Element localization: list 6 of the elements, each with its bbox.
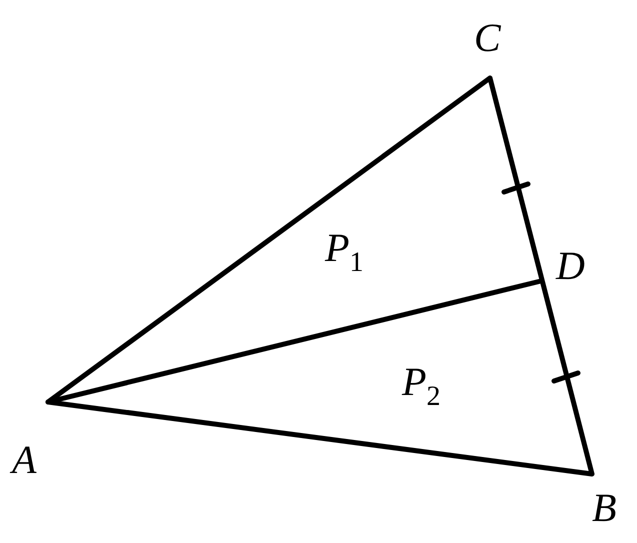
vertex-label: B — [592, 488, 616, 528]
region-label: P$_{2}$ — [402, 362, 440, 414]
region-label: P$_{1}$ — [325, 228, 364, 280]
vertex-label: C — [474, 18, 501, 58]
vertex-label: A — [12, 440, 36, 480]
vertex-label: D — [556, 246, 585, 286]
